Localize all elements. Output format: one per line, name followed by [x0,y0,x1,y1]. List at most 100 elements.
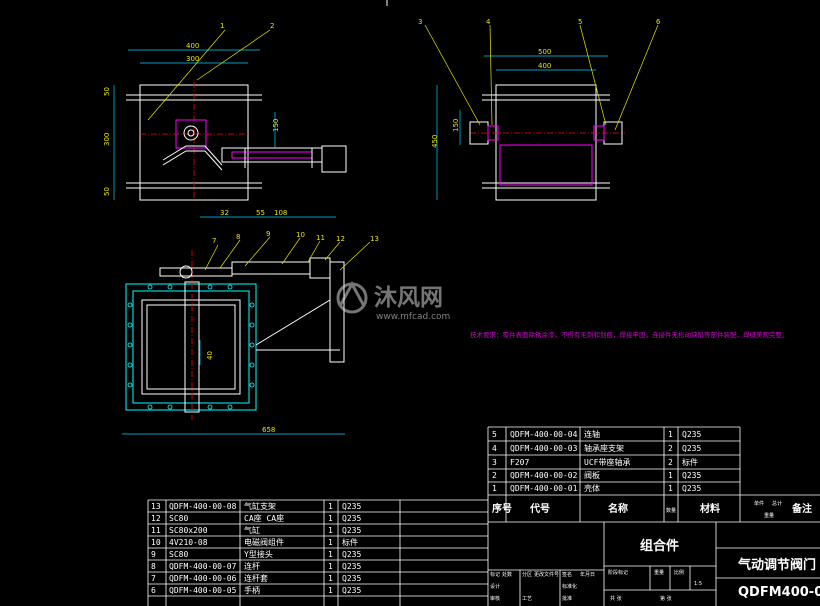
bom-header-total-weight: 总计 [772,500,782,507]
tb-label-stage: 阶段标记 [608,569,628,576]
bom-row-7-material: Q235 [342,574,361,583]
dim-front-c: 108 [274,209,287,217]
dim-side-inner: 400 [538,62,551,70]
bom-row-5-no: 5 [492,430,497,439]
assembly-label: 组合件 [640,538,679,554]
bom-row-2-name: 阀板 [584,470,600,480]
bom-row-9-qty: 1 [328,550,333,559]
bom-header-qty: 数量 [666,507,676,514]
bom-header-weight: 重量 [764,512,774,519]
bom-row-13-no: 13 [151,502,161,511]
balloon-10: 10 [296,231,305,239]
drawing-title: 气动调节阀门 [738,557,816,573]
bom-row-12-no: 12 [151,514,161,523]
bom-row-8-material: Q235 [342,562,361,571]
bom-row-13-material: Q235 [342,502,361,511]
dim-front-a: 32 [220,209,229,217]
tb-label-count: 处数 [502,571,512,578]
bom-row-2-no: 2 [492,471,497,480]
dim-side-width: 500 [538,48,551,56]
tb-label-design: 设计 [490,583,500,590]
bom-row-4-material: Q235 [682,444,701,453]
balloon-4: 4 [486,18,491,26]
dim-top-height: 300 [103,133,111,146]
bom-row-10-code: 4V210-08 [169,538,208,547]
bom-row-2-qty: 1 [668,471,673,480]
bom-row-4-qty: 2 [668,444,673,453]
tb-label-sheet: 第 张 [660,595,672,602]
bom-row-3-qty: 2 [668,458,673,467]
dim-top-flange-a: 50 [103,87,111,96]
bom-row-10-qty: 1 [328,538,333,547]
dim-top-flange-b: 50 [103,187,111,196]
tb-label-weight: 重量 [654,569,664,576]
front-view-leaders [204,236,371,271]
bom-row-3-material: 标件 [682,457,698,467]
balloon-11: 11 [316,234,325,242]
bom-row-3-name: UCF带座轴承 [584,457,630,467]
balloon-9: 9 [266,230,270,238]
bom-header-unit-weight: 单件 [754,500,764,507]
bom-row-11-code: SC80x200 [169,526,208,535]
tb-label-approve: 批准 [562,595,572,602]
title-block [488,522,820,606]
bom-row-1-material: Q235 [682,484,701,493]
balloon-12: 12 [336,235,345,243]
dim-side-height: 450 [431,135,439,148]
bom-row-6-no: 6 [151,586,156,595]
bom-row-5-code: QDFM-400-00-04 [510,430,578,439]
tb-label-standard: 标准化 [562,583,577,590]
bom-row-11-name: 气缸 [244,525,260,535]
tb-label-zone: 分区 [522,571,532,578]
balloon-8: 8 [236,233,240,241]
tb-label-sign: 签名 [562,571,572,578]
bom-row-13-qty: 1 [328,502,333,511]
watermark: 沐风网 www.mfcad.com [336,280,450,322]
bom-right [487,426,820,606]
watermark-logo [336,280,368,314]
bom-row-9-material: Q235 [342,550,361,559]
bom-row-7-no: 7 [151,574,156,583]
bom-row-11-material: Q235 [342,526,361,535]
bom-header-name: 名称 [608,502,628,515]
balloon-5: 5 [578,18,582,26]
bom-row-10-no: 10 [151,538,161,547]
bom-row-7-name: 连杆套 [244,573,268,583]
bom-row-5-material: Q235 [682,430,701,439]
bom-row-3-code: F207 [510,458,529,467]
dim-front-d: 40 [206,351,214,360]
technical-requirements: 技术要求：零件表面除锈涂漆，不得有毛刺和划痕，焊接牢固，连接件无松动缺陷等部件装… [470,330,789,339]
dim-top-width: 400 [186,42,199,50]
side-view-dimensions [436,55,608,200]
balloon-13: 13 [370,235,379,243]
tb-label-date: 年月日 [580,571,595,578]
bom-row-9-code: SC80 [169,550,188,559]
bom-row-8-qty: 1 [328,562,333,571]
top-view-dimensions [113,49,276,200]
tb-label-review: 审核 [490,595,500,602]
dim-front-b: 55 [256,209,265,217]
bom-row-6-name: 手柄 [244,585,260,595]
balloon-3: 3 [418,18,422,26]
front-view-dimensions [122,216,345,435]
tb-label-mark: 标记 [490,571,500,578]
balloon-2: 2 [270,22,274,30]
bom-row-4-no: 4 [492,444,497,453]
bom-row-3-no: 3 [492,458,497,467]
bom-row-7-code: QDFM-400-00-06 [169,574,237,583]
bom-row-13-code: QDFM-400-00-08 [169,502,237,511]
bom-header-remark: 备注 [791,502,812,515]
dim-top-inner: 300 [186,55,199,63]
bom-row-1-code: QDFM-400-00-01 [510,484,578,493]
dim-side-hub: 150 [452,119,460,132]
bom-row-6-material: Q235 [342,586,361,595]
bom-header-no: 序号 [492,502,512,515]
tb-scale-value: 1:5 [694,581,702,587]
bom-row-8-name: 连杆 [244,561,260,571]
bom-header-material: 材料 [700,502,720,515]
bom-row-5-qty: 1 [668,430,673,439]
bom-row-4-name: 轴承座支架 [584,443,624,453]
bom-row-11-qty: 1 [328,526,333,535]
bom-row-7-qty: 1 [328,574,333,583]
